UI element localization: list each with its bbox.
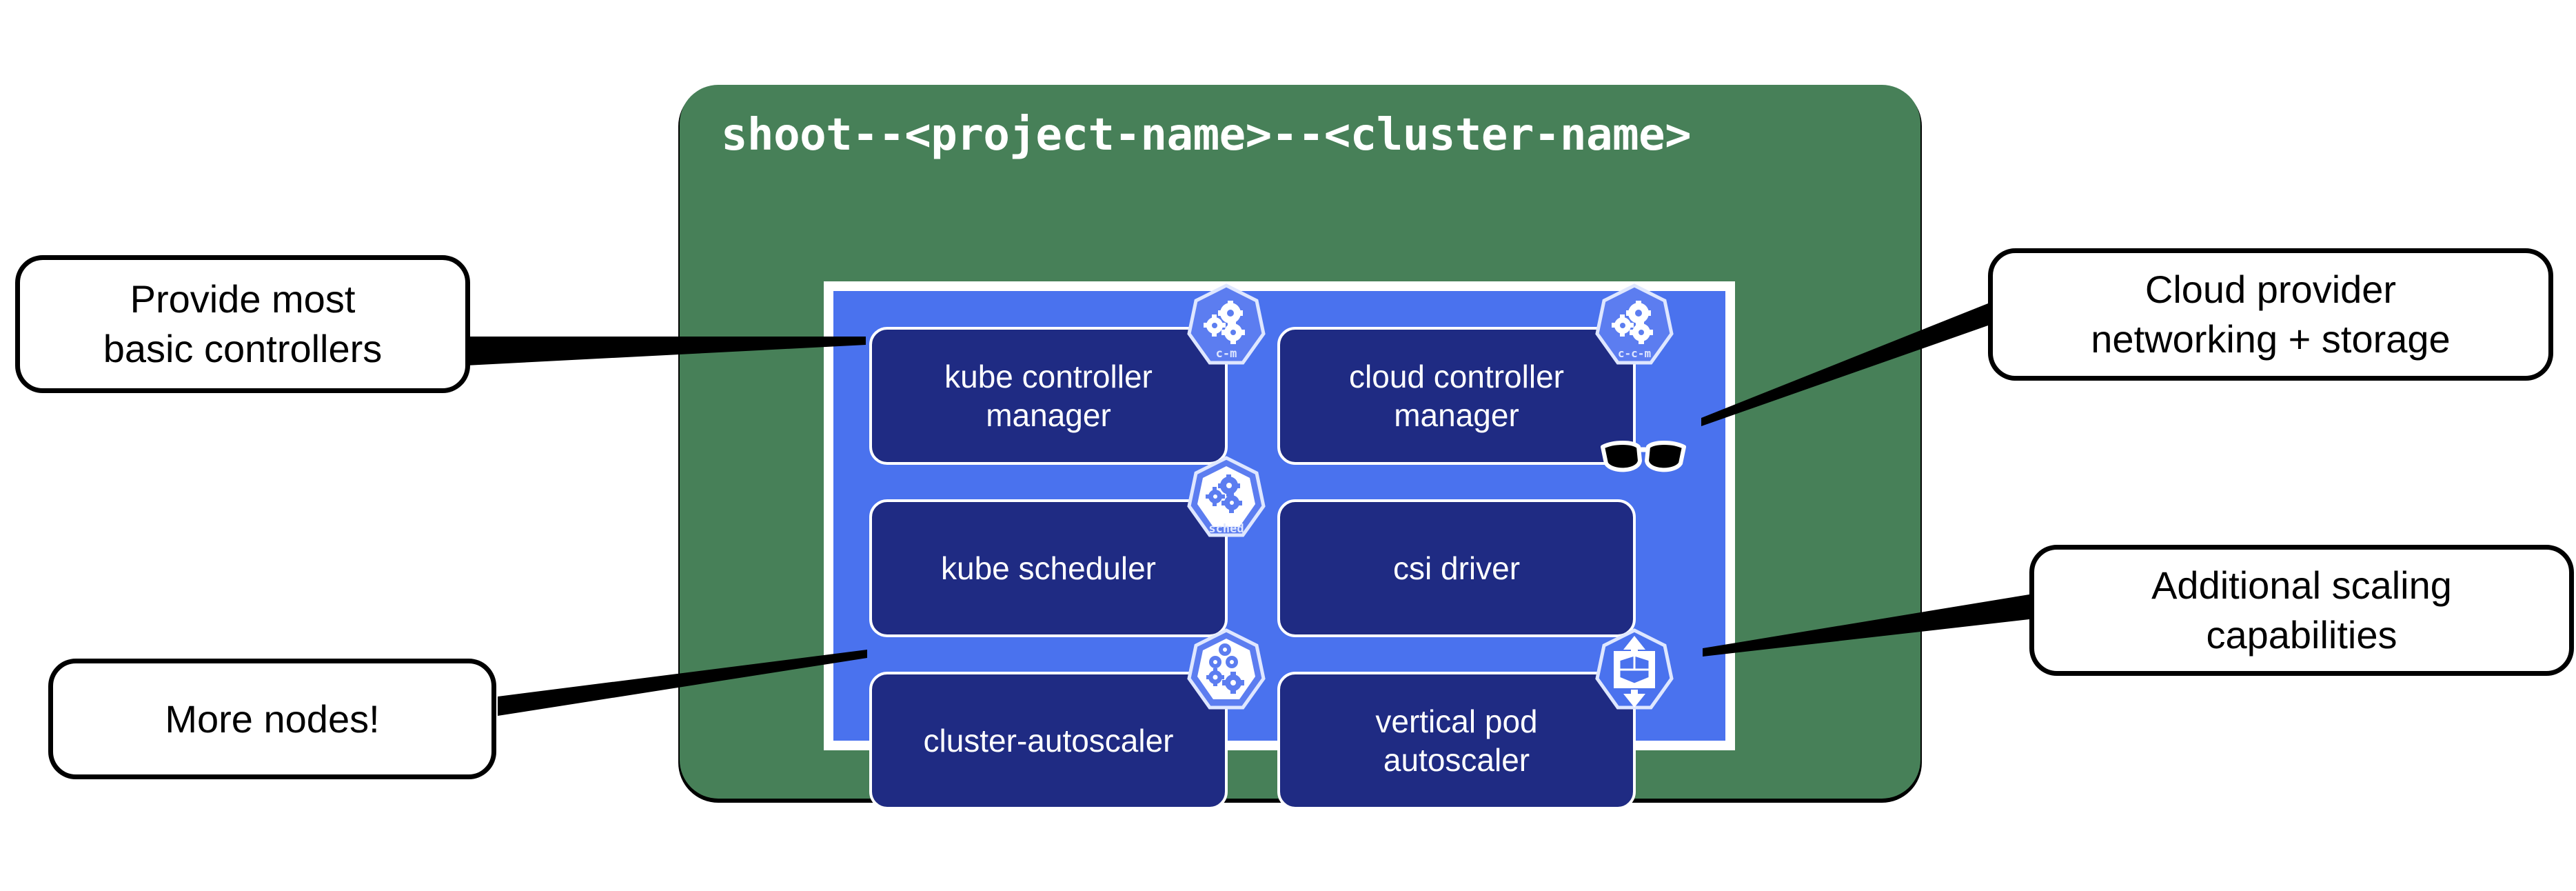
callout-cloud-provider[interactable]: Cloud provider networking + storage [1988,248,2553,381]
callout-text: Provide most basic controllers [103,277,383,370]
component-grid: kube controller manager cloud controller… [833,283,1725,810]
callout-additional-scaling[interactable]: Additional scaling capabilities [2029,545,2574,676]
callout-basic-controllers[interactable]: Provide most basic controllers [15,255,470,393]
component-label: cluster-autoscaler [923,722,1174,759]
component-vertical-pod-autoscaler[interactable]: vertical pod autoscaler [1277,672,1636,810]
component-kube-scheduler[interactable]: kube scheduler [869,499,1228,637]
component-label: csi driver [1392,550,1521,586]
shoot-namespace-container: shoot--<project-name>--<cluster-name> ku… [680,85,1920,810]
callout-text: Additional scaling capabilities [2151,563,2452,657]
component-kube-controller-manager[interactable]: kube controller manager [869,327,1228,465]
component-cluster-autoscaler[interactable]: cluster-autoscaler [869,672,1228,810]
control-plane-panel: kube controller manager cloud controller… [824,281,1735,810]
callout-text: More nodes! [165,697,380,741]
callout-more-nodes[interactable]: More nodes! [48,659,496,779]
shoot-namespace-title: shoot--<project-name>--<cluster-name> [721,110,1692,161]
component-label: kube scheduler [941,550,1156,586]
component-label: cloud controller manager [1349,358,1564,433]
component-csi-driver[interactable]: csi driver [1277,499,1636,637]
sunglasses-icon [1599,437,1688,501]
component-label: vertical pod autoscaler [1375,703,1538,778]
callout-text: Cloud provider networking + storage [2091,268,2451,361]
component-label: kube controller manager [944,358,1153,433]
component-cloud-controller-manager[interactable]: cloud controller manager [1277,327,1636,465]
